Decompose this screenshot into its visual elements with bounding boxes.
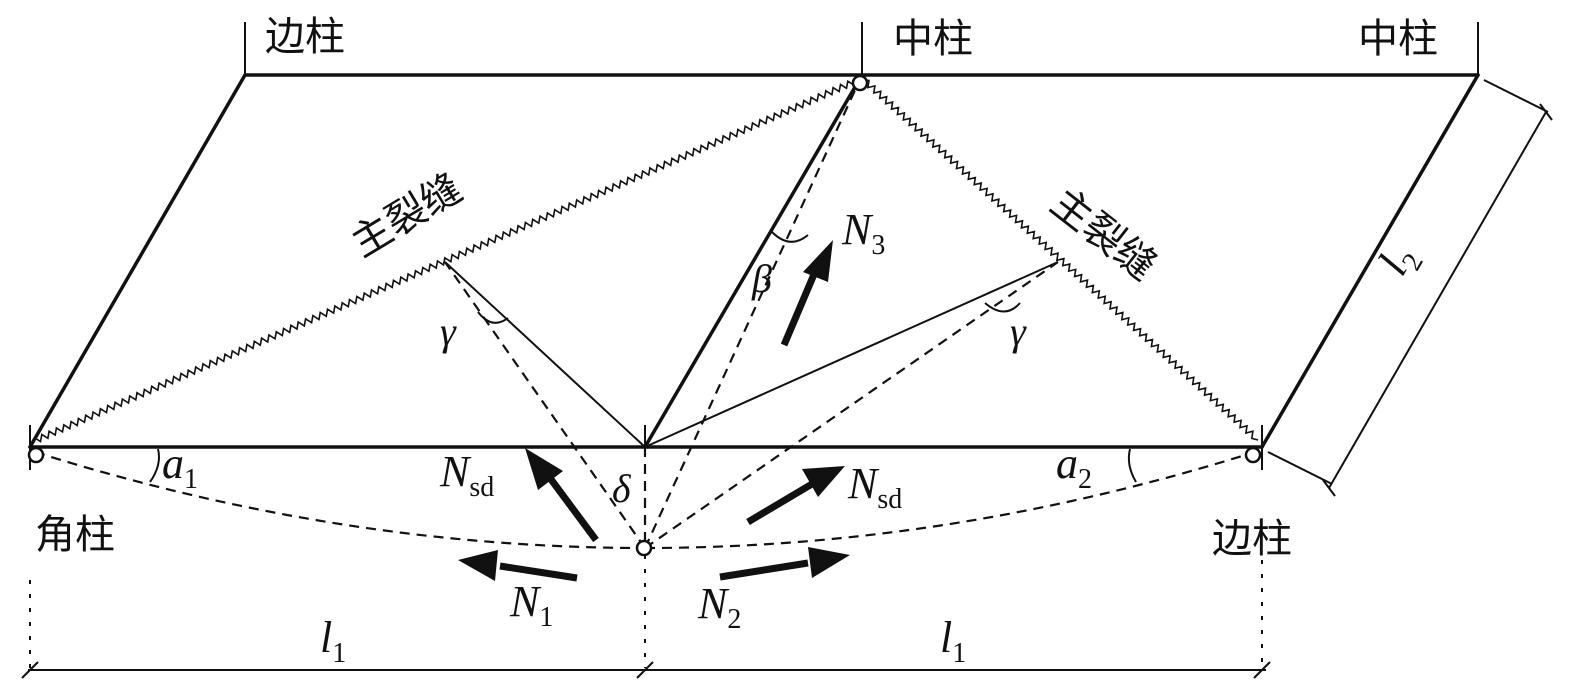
angle-arc-gamma-right [984,302,1021,313]
dashed-line-left [444,261,646,549]
symbol-N1: N1 [509,577,553,633]
symbol-Nsd-left: Nsd [439,447,494,503]
angle-arc-gamma-left [477,311,509,324]
main-crack-line-right [863,79,1259,441]
symbol-gamma-left: γ [440,309,457,354]
symbol-beta: β [751,256,772,301]
symbol-Nsd-right: Nsd [847,459,902,515]
symbol-delta: δ [612,466,632,511]
symbol-gamma-right: γ [1010,309,1027,354]
arrow-Nsd-right [746,466,845,526]
angle-arc-beta [771,231,809,243]
dim-ext-l2-bottom [1267,451,1333,485]
arrow-N3 [780,240,833,347]
dim-ext-l2-top [1483,79,1549,113]
symbol-l1-right: l1 [940,613,966,669]
dim-tick-l2-top [1539,103,1553,121]
symbol-N3: N3 [841,205,885,261]
arrow-Nsd-left [525,448,599,543]
dim-tick-right [1253,661,1271,679]
arrow-N2 [719,547,850,581]
yield-line-left [444,261,646,448]
dim-line-l2 [1328,111,1547,489]
hinge-corner-column [27,446,45,464]
label-main-crack-right: 主裂缝 [1042,180,1165,290]
arrow-N1 [458,550,578,582]
main-crack-line-left [31,79,859,443]
angle-arc-a1 [149,448,160,483]
hinge-middle-column [851,74,869,92]
slab-left-edge [28,73,247,449]
deformed-curve-left [34,450,646,550]
slab-right-edge [1260,73,1480,449]
label-corner-column: 角柱 [35,512,115,558]
dim-tick-mid [636,661,654,679]
label-edge-column-bottom: 边柱 [1212,516,1292,562]
label-main-crack-left: 主裂缝 [343,165,470,266]
label-middle-column-top: 中柱 [893,16,973,62]
hinge-displaced-node [635,539,653,557]
symbol-l1-left: l1 [320,613,346,669]
dashed-line-top [644,74,863,549]
symbol-N2: N2 [697,579,741,635]
label-edge-column-top: 边柱 [265,14,345,60]
deformed-curve-right [644,450,1256,550]
dim-tick-left [21,661,39,679]
dim-tick-l2-bottom [1322,479,1336,497]
label-middle-column-right: 中柱 [1358,16,1438,62]
symbol-a2: a2 [1056,439,1092,495]
symbol-a1: a1 [162,439,198,495]
symbol-l2: l2 [1368,236,1430,287]
diagonal-mid-to-top [643,73,864,449]
yield-line-right [644,261,1059,448]
hinge-edge-column [1244,446,1262,464]
angle-arc-a2 [1127,448,1137,483]
